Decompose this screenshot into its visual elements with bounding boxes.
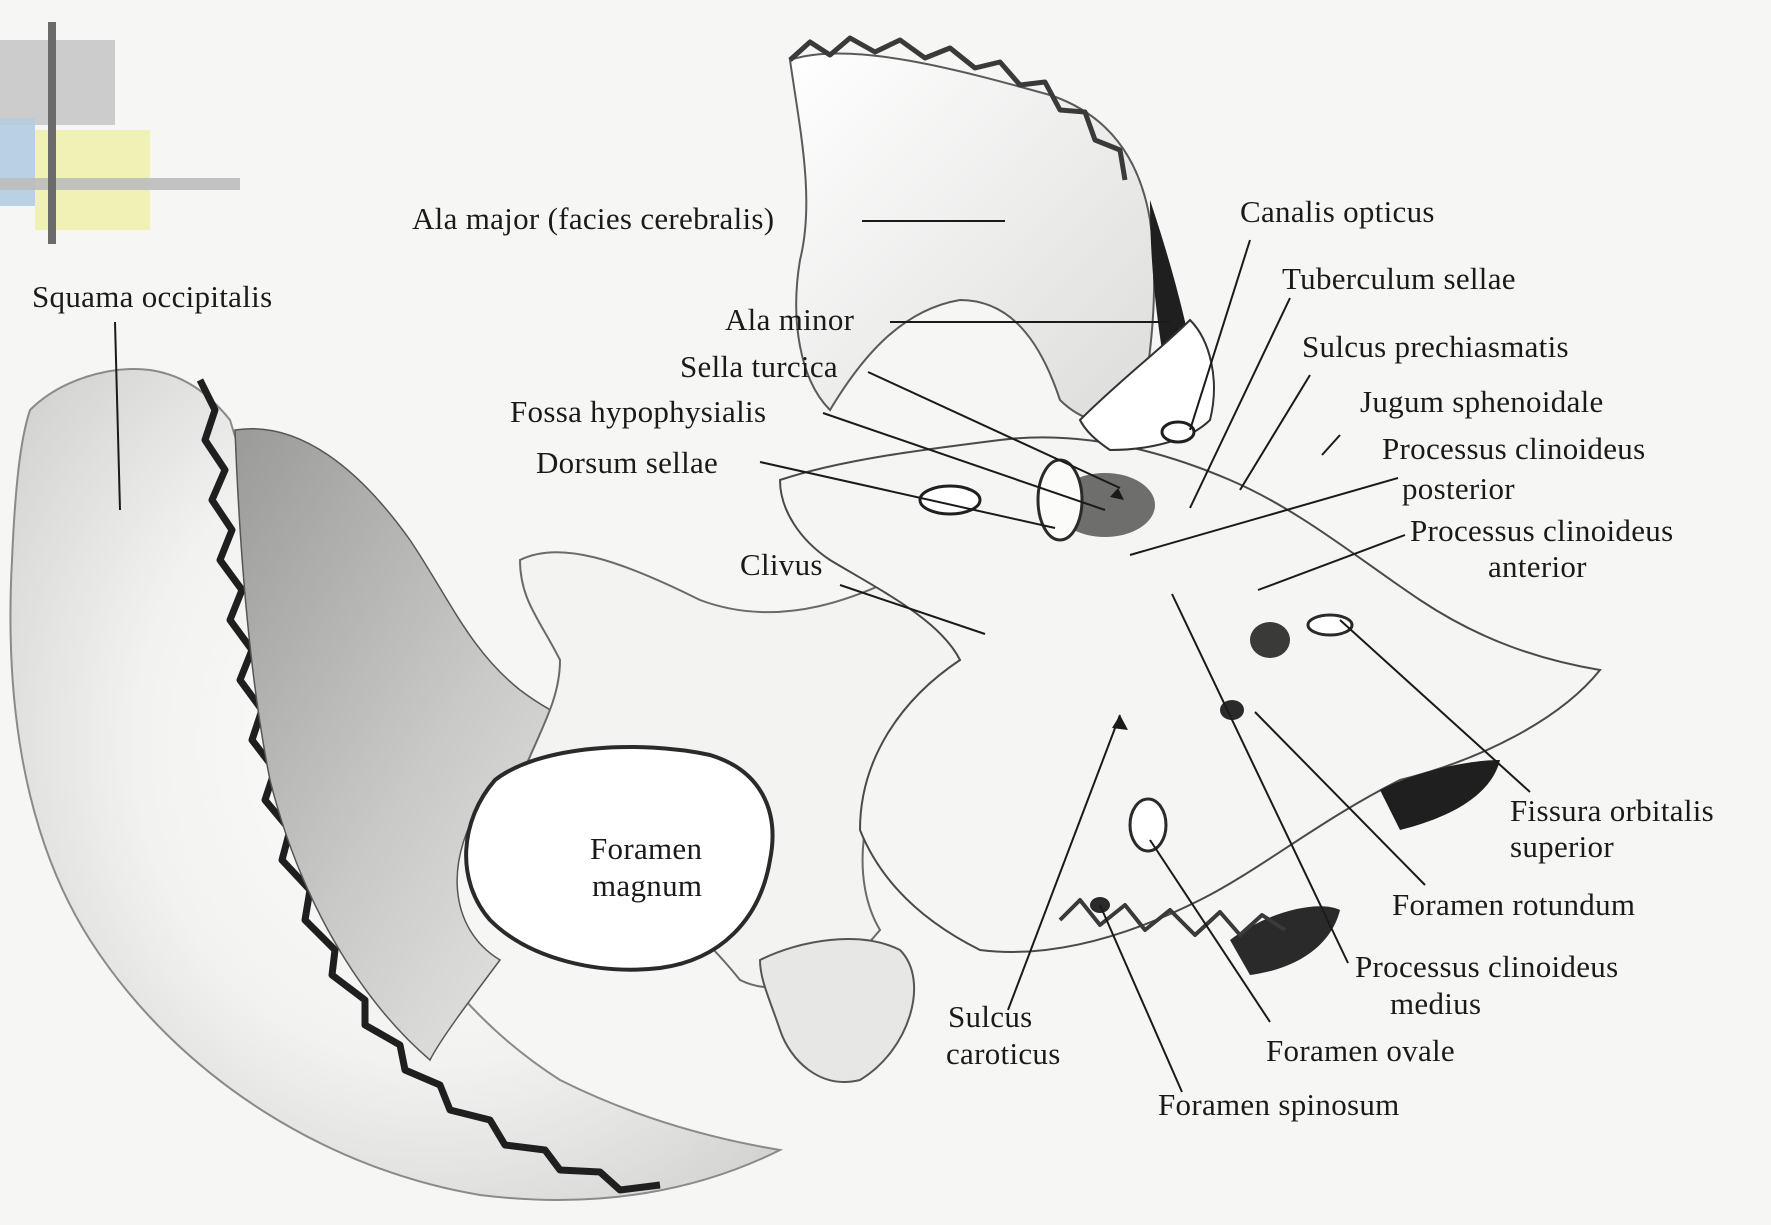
label-foramen-ovale: Foramen ovale bbox=[1266, 1034, 1455, 1068]
label-sulcus-caroticus-line2: caroticus bbox=[946, 1037, 1061, 1071]
label-fissura-orbitalis-line1: Fissura orbitalis bbox=[1510, 794, 1714, 828]
label-sella-turcica: Sella turcica bbox=[680, 350, 838, 384]
label-canalis-opticus: Canalis opticus bbox=[1240, 195, 1435, 229]
lower-dark-fissure bbox=[1230, 906, 1340, 975]
canalis-opticus-opening bbox=[1162, 422, 1194, 442]
label-sulcus-prechiasmatis: Sulcus prechiasmatis bbox=[1302, 330, 1569, 364]
foramen-ovale-opening bbox=[1130, 799, 1166, 851]
label-jugum-sphenoidale: Jugum sphenoidale bbox=[1360, 385, 1604, 419]
label-tuberculum-sellae: Tuberculum sellae bbox=[1282, 262, 1516, 296]
label-fossa-hypophysialis: Fossa hypophysialis bbox=[510, 395, 766, 429]
label-sulcus-caroticus-line1: Sulcus bbox=[948, 1000, 1032, 1034]
label-fissura-orbitalis-line2: superior bbox=[1510, 830, 1614, 864]
label-proc-clin-anterior-line2: anterior bbox=[1488, 550, 1587, 584]
label-foramen-magnum-line1: Foramen bbox=[590, 832, 702, 866]
label-foramen-rotundum: Foramen rotundum bbox=[1392, 888, 1635, 922]
petrous-region bbox=[760, 939, 914, 1082]
label-proc-clin-posterior-line2: posterior bbox=[1402, 472, 1515, 506]
label-proc-clin-medius-line1: Processus clinoideus bbox=[1355, 950, 1618, 984]
label-proc-clin-anterior-line1: Processus clinoideus bbox=[1410, 514, 1673, 548]
label-proc-clin-medius-line2: medius bbox=[1390, 987, 1481, 1021]
label-clivus: Clivus bbox=[740, 548, 823, 582]
label-proc-clin-posterior-line1: Processus clinoideus bbox=[1382, 432, 1645, 466]
dark-cavity-right bbox=[1250, 622, 1290, 658]
label-ala-minor: Ala minor bbox=[725, 303, 854, 337]
label-foramen-spinosum: Foramen spinosum bbox=[1158, 1088, 1400, 1122]
label-squama-occipitalis: Squama occipitalis bbox=[32, 280, 272, 314]
ala-major-shape bbox=[790, 53, 1154, 423]
label-ala-major: Ala major (facies cerebralis) bbox=[412, 202, 774, 236]
label-foramen-magnum-line2: magnum bbox=[592, 869, 702, 903]
label-dorsum-sellae: Dorsum sellae bbox=[536, 446, 718, 480]
slide-corner-decoration bbox=[0, 22, 240, 244]
